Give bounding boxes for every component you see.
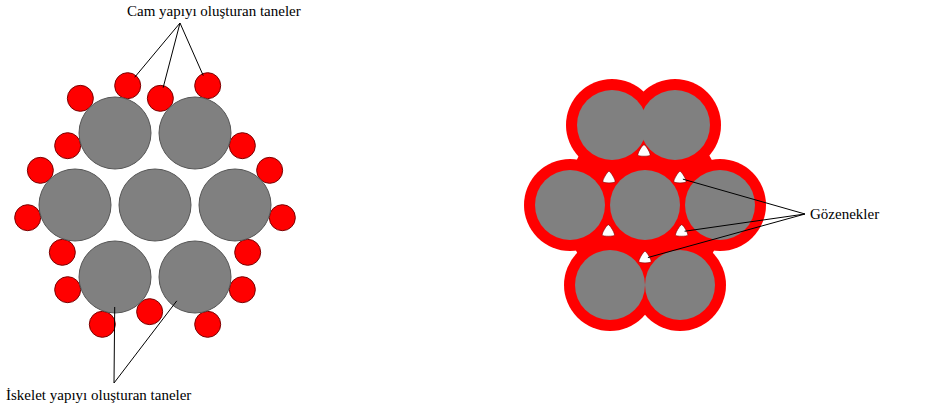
glass-grain: [49, 239, 75, 265]
leader-line: [683, 179, 805, 214]
glass-grain: [15, 205, 41, 231]
part-label: Gözenekler: [808, 205, 881, 223]
skeleton-grain: [640, 90, 710, 160]
pore: [602, 225, 614, 237]
loose-grain-cluster: [15, 73, 296, 338]
glass-grain: [55, 277, 81, 303]
glass-envelope: [564, 239, 656, 331]
glass-envelope: [629, 79, 721, 171]
skeleton-grain: [159, 97, 231, 169]
skeleton-grain: [119, 169, 191, 241]
skeleton-grain: [577, 90, 647, 160]
skeleton-grain: [645, 250, 715, 320]
pore: [603, 171, 615, 183]
skeleton-grain: [79, 241, 151, 313]
skeleton-grain: [575, 250, 645, 320]
glass-envelope: [634, 239, 726, 331]
glass-grain: [269, 205, 295, 231]
glass-grain: [229, 277, 255, 303]
skeleton-grain: [535, 170, 605, 240]
glass-grain: [235, 239, 261, 265]
pore: [674, 171, 686, 183]
glass-envelope: [524, 159, 616, 251]
skeleton-grain: [39, 169, 111, 241]
glass-envelope: [599, 159, 691, 251]
skeleton-grain: [79, 97, 151, 169]
part-label: İskelet yapıyı oluşturan taneler: [4, 386, 193, 404]
leader-line: [114, 301, 177, 383]
leader-line: [180, 23, 203, 76]
leader-line: [114, 307, 116, 383]
glass-grain: [229, 133, 255, 159]
sintered-body: [524, 79, 766, 331]
leader-line: [163, 23, 180, 88]
skeleton-grain: [159, 241, 231, 313]
glass-grain: [195, 73, 221, 99]
pore: [676, 225, 688, 237]
glass-grain: [55, 133, 81, 159]
glass-grain: [115, 73, 141, 99]
glass-grain: [195, 311, 221, 337]
leader-line: [685, 214, 805, 231]
skeleton-grain: [199, 169, 271, 241]
glass-grain: [89, 311, 115, 337]
part-label: Cam yapıyı oluşturan taneler: [125, 2, 303, 20]
skeleton-grain: [610, 170, 680, 240]
leader-line: [648, 214, 805, 258]
